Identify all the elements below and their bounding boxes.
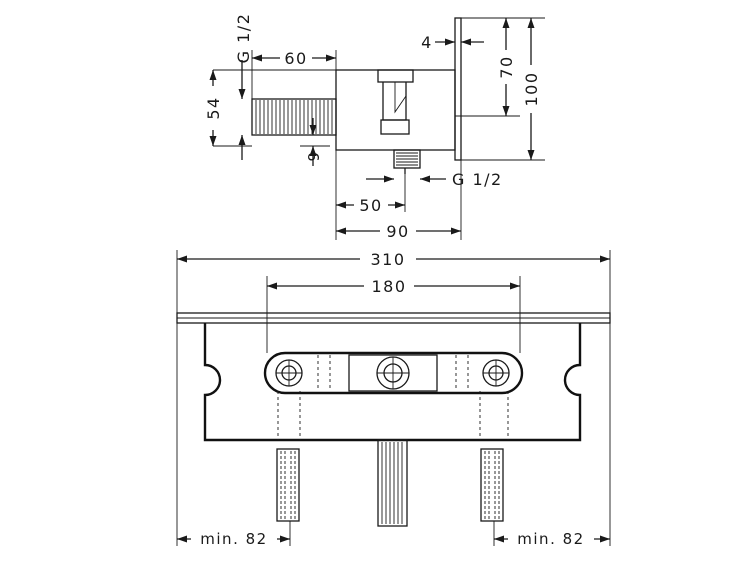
side-collar	[377, 69, 414, 83]
side-wall-plate	[454, 17, 462, 161]
dim-50: 50	[359, 196, 382, 215]
dim-310: 310	[370, 250, 405, 269]
front-view: 310 180 min. 82 min. 82	[176, 250, 611, 548]
front-valve-right	[482, 359, 510, 387]
front-outlet-center	[377, 439, 408, 527]
front-supply-right	[480, 448, 504, 522]
front-supply-left	[276, 448, 300, 522]
dim-90: 90	[386, 222, 409, 241]
front-valve-left	[275, 359, 303, 387]
side-view: 54 G 1/2 60 9 4 70 100 G 1/2 50	[204, 13, 545, 241]
dim-g-half-left: G 1/2	[234, 13, 253, 64]
dim-180: 180	[371, 277, 406, 296]
dim-g-half-bottom: G 1/2	[452, 170, 503, 189]
dim-54: 54	[204, 96, 223, 119]
side-inlet-spout	[251, 98, 337, 136]
front-mounting-rail	[263, 351, 524, 395]
side-outlet-thread	[393, 149, 421, 169]
front-valve-center	[348, 354, 438, 392]
dim-60: 60	[284, 49, 307, 68]
dim-min82-left: min. 82	[200, 530, 267, 548]
dim-4: 4	[421, 33, 433, 52]
dim-9: 9	[305, 150, 323, 161]
dim-70: 70	[497, 55, 516, 78]
dim-100: 100	[522, 71, 541, 106]
dim-min82-right: min. 82	[517, 530, 584, 548]
